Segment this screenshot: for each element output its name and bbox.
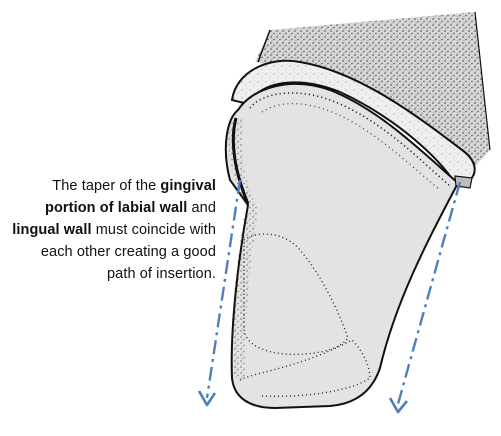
lingual-path-arrow — [388, 181, 462, 414]
diagram-caption: The taper of the gingival portion of lab… — [10, 175, 216, 285]
incisal-dotted — [239, 339, 371, 398]
caption-text-2: and — [187, 200, 216, 216]
axial-wall-dotted — [243, 233, 349, 356]
shoulder-band-stipple — [232, 60, 475, 184]
caption-bold-labial: gingival portion of labial wall — [45, 178, 216, 216]
labial-finish-line — [231, 117, 250, 205]
caption-bold-lingual: lingual wall — [12, 222, 92, 238]
root-outline-left — [257, 29, 271, 63]
labial-stipple — [228, 118, 258, 380]
lingual-finish-stub — [454, 175, 473, 189]
caption-text-3: must coincide with each other creating a… — [40, 222, 216, 282]
root-outline-right — [474, 11, 491, 151]
caption-text-1: The taper of the — [52, 178, 161, 194]
labial-path-arrow — [197, 179, 242, 407]
